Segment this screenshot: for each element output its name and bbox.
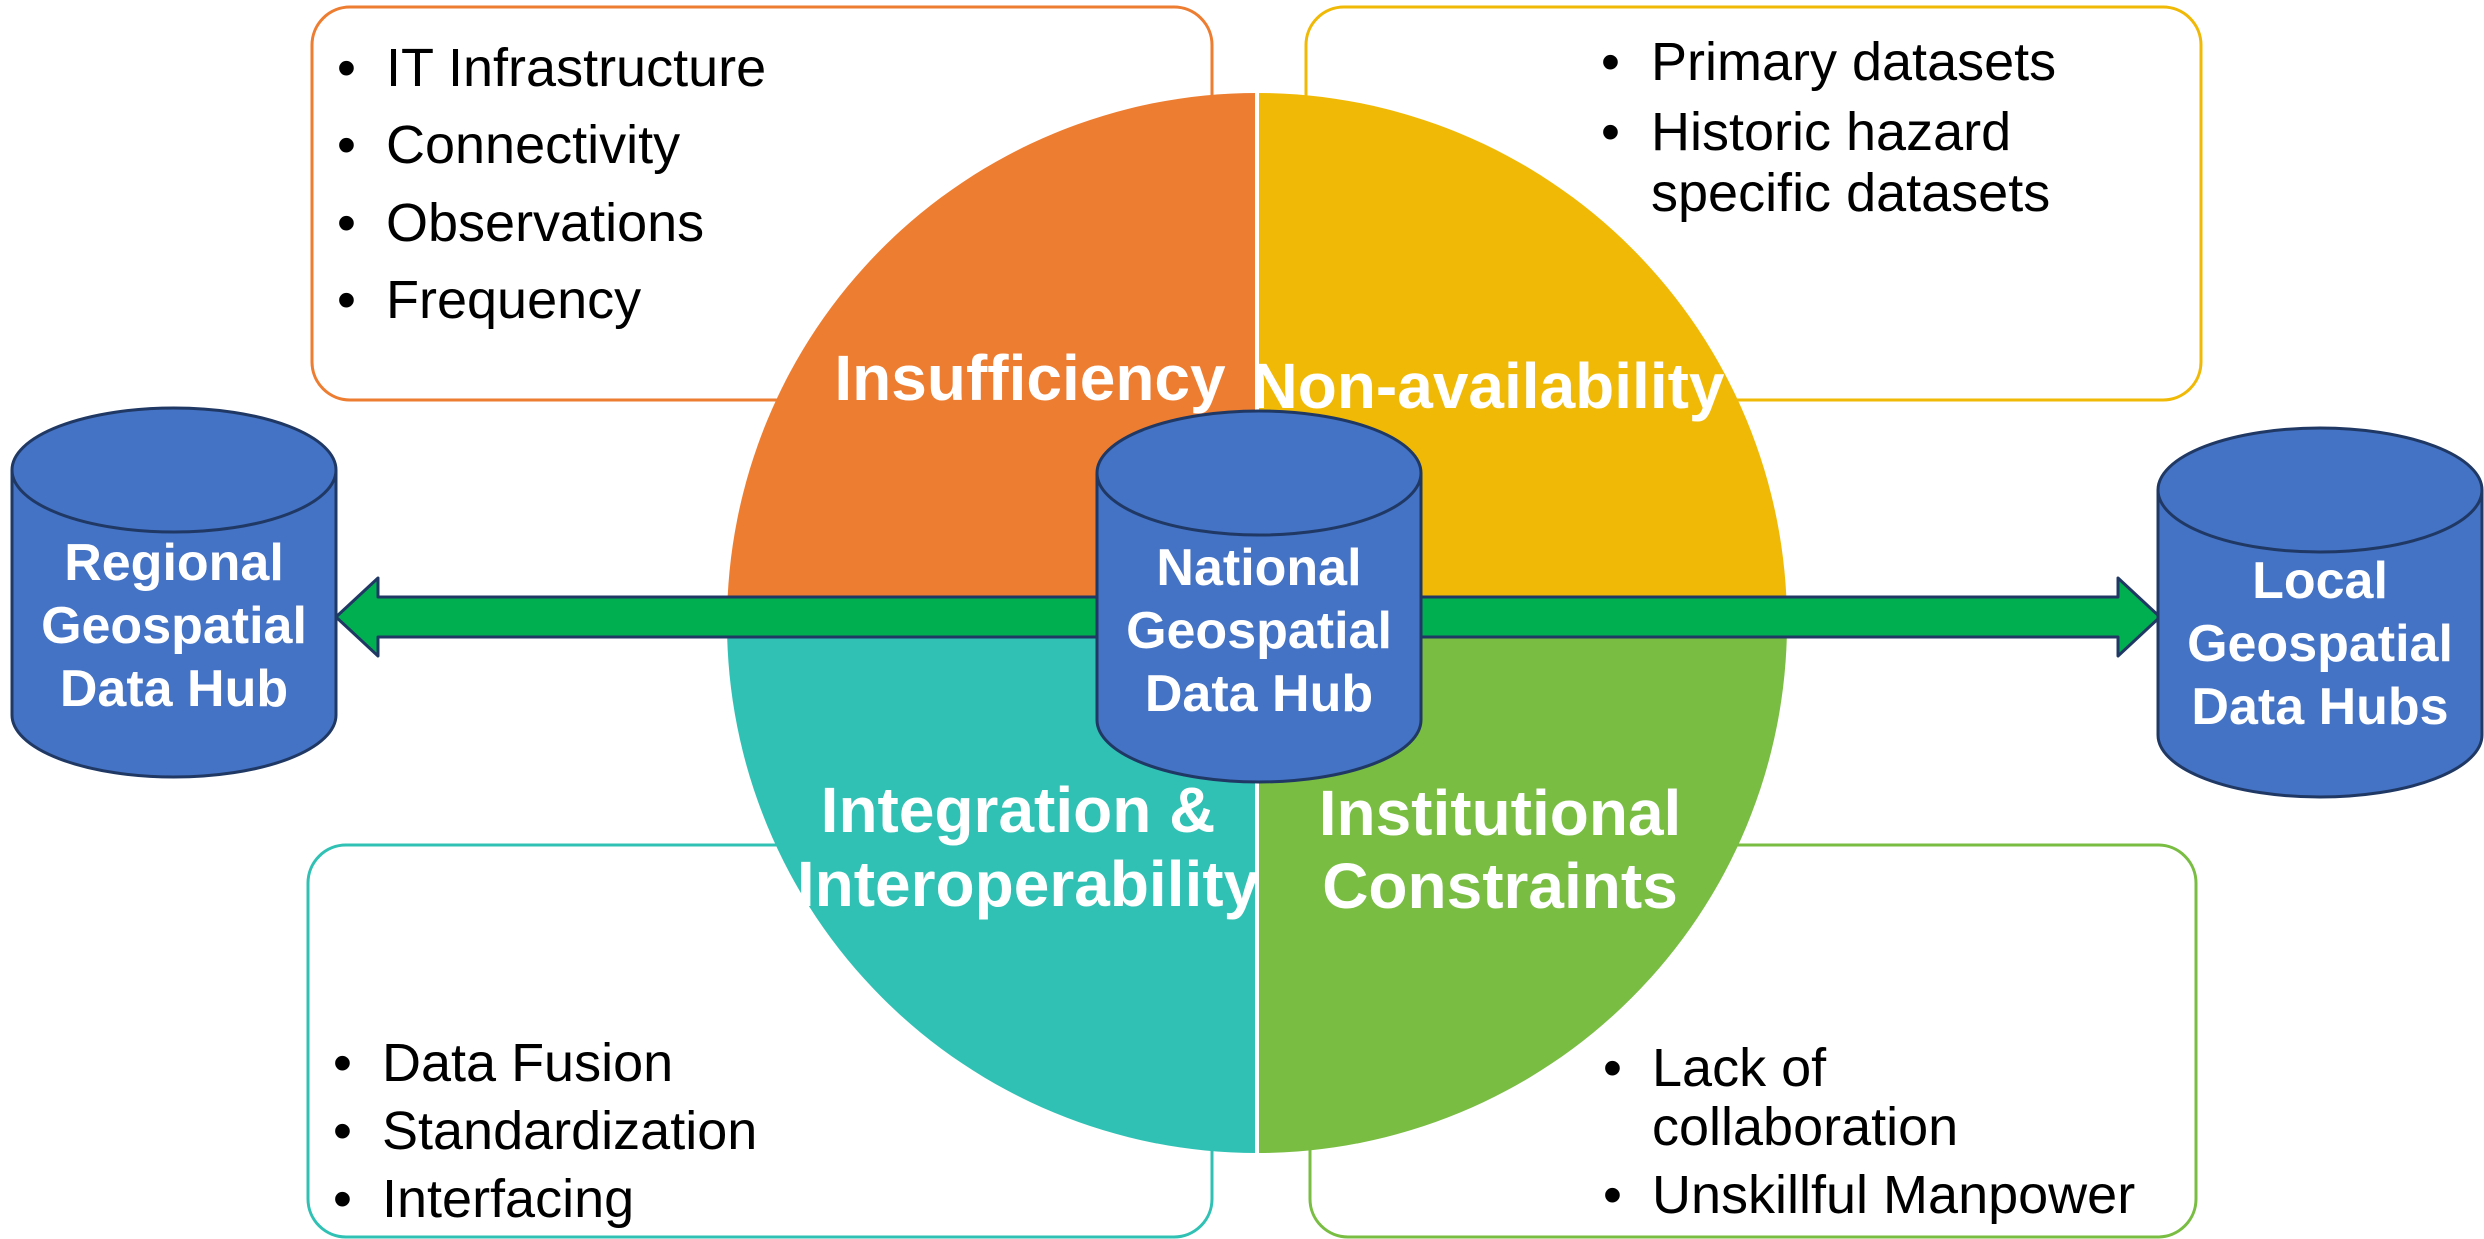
bullet-glyph: •: [337, 270, 356, 330]
integration-bullet-1: Data Fusion: [382, 1033, 673, 1093]
local-hub-label-line-3: Data Hubs: [2191, 678, 2448, 736]
bullet-glyph: •: [1601, 102, 1620, 162]
arrow-left-icon: [334, 576, 1102, 658]
national-hub-cylinder: [1095, 409, 1423, 784]
bullet-glyph: •: [1603, 1165, 1622, 1225]
non-availability-bullet-2-line-1: Historic hazard: [1651, 102, 2011, 162]
bullet-glyph: •: [1601, 32, 1620, 92]
national-hub-label-line-2: Geospatial: [1126, 602, 1392, 660]
institutional-bullet-1-line-1: Lack of: [1652, 1038, 1827, 1098]
non-availability-bullet-1: Primary datasets: [1651, 32, 2056, 92]
insufficiency-bullet-3: Observations: [386, 193, 704, 253]
institutional-title-line-1: Institutional: [1319, 777, 1682, 849]
institutional-bullet-2: Unskillful Manpower: [1652, 1165, 2135, 1225]
integration-title-line-1: Integration &: [821, 774, 1216, 846]
institutional-bullet-1-line-2: collaboration: [1652, 1097, 1958, 1157]
insufficiency-bullet-4: Frequency: [386, 270, 641, 330]
database-cylinder-icon: [1095, 473, 1423, 784]
bullet-glyph: •: [333, 1033, 352, 1093]
national-hub-label-line-3: Data Hub: [1145, 665, 1373, 723]
database-cylinder-icon: [10, 470, 338, 779]
insufficiency-bullet-1: IT Infrastructure: [386, 38, 766, 98]
bullet-glyph: •: [337, 193, 356, 253]
regional-hub-cylinder: [10, 406, 338, 779]
database-cylinder-icon: [2156, 490, 2484, 799]
national-hub-label-line-1: National: [1156, 539, 1361, 597]
integration-bullet-3: Interfacing: [382, 1169, 634, 1229]
cylinder-top: [10, 406, 338, 534]
integration-bullet-2: Standardization: [382, 1101, 757, 1161]
integration-title-line-2: Interoperability: [797, 848, 1260, 920]
cylinder-top: [2156, 426, 2484, 554]
local-hub-label-line-2: Geospatial: [2187, 615, 2453, 673]
bullet-glyph: •: [333, 1169, 352, 1229]
local-hub-cylinder: [2156, 426, 2484, 799]
bullet-glyph: •: [337, 115, 356, 175]
regional-hub-label-line-3: Data Hub: [60, 660, 288, 718]
insufficiency-bullet-2: Connectivity: [386, 115, 680, 175]
insufficiency-title: Insufficiency: [834, 342, 1226, 414]
non-availability-title: Non-availability: [1252, 350, 1725, 422]
bullet-glyph: •: [333, 1101, 352, 1161]
cylinder-top: [1095, 409, 1423, 537]
regional-hub-label-line-2: Geospatial: [41, 597, 307, 655]
bullet-glyph: •: [1603, 1038, 1622, 1098]
regional-hub-label-line-1: Regional: [64, 534, 284, 592]
institutional-title-line-2: Constraints: [1322, 850, 1678, 922]
arrow-right-icon: [1398, 576, 2162, 658]
bullet-glyph: •: [337, 38, 356, 98]
local-hub-label-line-1: Local: [2252, 552, 2388, 610]
non-availability-bullet-2-line-2: specific datasets: [1651, 163, 2050, 223]
